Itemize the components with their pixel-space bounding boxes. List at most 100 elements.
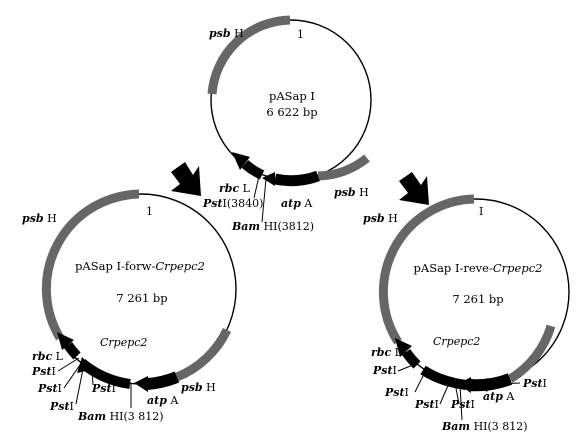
- right-pst-site-1: [397, 362, 419, 372]
- top-plasmid-name: pASap Ⅰ: [269, 89, 315, 103]
- top-rbcl-rest: L: [239, 182, 250, 195]
- left-psbh-bottom-segment: [175, 327, 232, 382]
- right-pst-label-2: PstⅠ: [384, 386, 409, 399]
- right-rbcl-arrowhead: [395, 338, 412, 357]
- top-bam-site-line: [261, 178, 267, 223]
- top-plasmid: pASap Ⅰ 6 622 bp psb H 1 rbc L PstⅠ(3840…: [202, 15, 372, 233]
- left-psbh-label: psb H: [22, 212, 57, 225]
- left-pst-label-3: PstⅠ: [49, 400, 74, 413]
- left-bam-label: Bam HⅠ(3 812): [77, 410, 164, 423]
- left-rbcl-label: rbc L: [32, 350, 64, 363]
- top-psbh-segment-right: [317, 154, 370, 181]
- top-psbh-right-label: psb H: [334, 186, 369, 199]
- right-gene-label: Crpepc2: [433, 335, 480, 348]
- top-pst-site-line: [253, 175, 260, 199]
- top-atpa-rest: A: [301, 197, 313, 210]
- right-pst2-italic: Pst: [384, 386, 405, 399]
- left-psbh-italic: psb: [22, 212, 44, 225]
- top-plasmid-size: 6 622 bp: [266, 105, 317, 119]
- left-rbcl-arrowhead: [57, 332, 74, 350]
- left-psbh-bottom-label: psb H: [181, 381, 216, 394]
- top-psbh-label: psb H: [209, 27, 244, 40]
- left-pst3-italic: Pst: [49, 400, 70, 413]
- right-pst-label-4: PstⅠ: [450, 398, 475, 411]
- top-pst-label: PstⅠ(3840): [202, 197, 263, 210]
- right-psbh-label: psb H: [363, 212, 398, 225]
- left-psbh-bottom-rest: H: [203, 381, 216, 394]
- right-name-gene: Crpepc2: [493, 261, 543, 275]
- right-plasmid: pASap Ⅰ-reve-Crpepc2 7 261 bp psb H Ⅰ Cr…: [363, 194, 570, 433]
- right-bam-italic: Bam: [441, 420, 470, 433]
- left-psbh-rest: H: [44, 212, 57, 225]
- left-bam-italic: Bam: [77, 410, 106, 423]
- left-name-gene: Crpepc2: [155, 259, 205, 273]
- left-crpepc2-arrowhead: [77, 357, 94, 373]
- left-pst1-rest: Ⅰ: [52, 365, 56, 378]
- left-pointer-arrow: [171, 162, 201, 196]
- top-psbh-right-rest: H: [356, 186, 369, 199]
- left-plasmid-name: pASap Ⅰ-forw-Crpepc2: [75, 259, 205, 273]
- left-pst-site-1: [57, 357, 80, 372]
- right-atpa-label: atp A: [483, 390, 515, 403]
- right-origin-label: Ⅰ: [479, 205, 483, 218]
- top-psbh-italic: psb: [209, 27, 231, 40]
- right-pst-label-5: PstⅠ: [522, 377, 547, 390]
- top-psbh-right-italic: psb: [334, 186, 356, 199]
- left-plasmid-size: 7 261 bp: [116, 291, 167, 305]
- top-rbcl-segment: [241, 160, 265, 180]
- right-atpa-rest: A: [503, 390, 515, 403]
- top-rbcl-italic: rbc: [219, 182, 239, 195]
- left-atpa-rest: A: [167, 394, 179, 407]
- left-psbh-bottom-italic: psb: [181, 381, 203, 394]
- left-pst4-rest: Ⅰ: [112, 382, 116, 395]
- right-bam-rest: HⅠ(3 812): [470, 420, 528, 433]
- left-plasmid: pASap Ⅰ-forw-Crpepc2 7 261 bp psb H 1 Cr…: [22, 189, 237, 423]
- left-pst-label-2: PstⅠ: [37, 382, 62, 395]
- right-bam-site: [459, 384, 463, 421]
- left-pst-label-1: PstⅠ: [31, 365, 56, 378]
- top-atpa-label: atp A: [281, 197, 313, 210]
- right-crpepc2-reverse-segment: [453, 378, 467, 390]
- right-pst2-rest: Ⅰ: [405, 386, 409, 399]
- left-rbcl-rest: L: [52, 350, 63, 363]
- left-rbcl-italic: rbc: [32, 350, 52, 363]
- left-pst1-italic: Pst: [31, 365, 52, 378]
- right-pst-label-3: PstⅠ: [414, 398, 439, 411]
- right-psbh-segment: [378, 194, 475, 345]
- top-psbh-segment-left: [207, 15, 291, 95]
- left-pst-label-4: PstⅠ: [91, 382, 116, 395]
- right-atpa-italic: atp: [483, 390, 503, 403]
- right-pst5-italic: Pst: [522, 377, 543, 390]
- left-pst4-italic: Pst: [91, 382, 112, 395]
- left-atpa-segment: [146, 371, 180, 390]
- top-bam-label: Bam HⅠ(3812): [231, 220, 314, 233]
- right-plasmid-name: pASap Ⅰ-reve-Crpepc2: [414, 261, 543, 275]
- right-pst-site-2: [414, 369, 427, 393]
- left-gene-label: Crpepc2: [100, 336, 147, 349]
- right-pst-label-1: PstⅠ: [372, 364, 397, 377]
- top-atpa-segment: [273, 170, 320, 187]
- top-bam-rest: HⅠ(3812): [260, 220, 314, 233]
- top-pst-italic: Pst: [202, 197, 223, 210]
- left-atpa-italic: atp: [147, 394, 167, 407]
- right-pst-site-5: [465, 382, 521, 386]
- right-rbcl-italic: rbc: [371, 346, 391, 359]
- top-origin-label: 1: [297, 28, 304, 41]
- top-pst-rest: Ⅰ(3840): [223, 197, 264, 210]
- left-pst3-rest: Ⅰ: [70, 400, 74, 413]
- left-psbh-segment: [41, 189, 140, 341]
- left-pst2-italic: Pst: [37, 382, 58, 395]
- right-pst4-italic: Pst: [450, 398, 471, 411]
- left-atpa-arrowhead: [134, 376, 148, 392]
- right-plasmid-size: 7 261 bp: [452, 292, 503, 306]
- right-name-prefix: pASap Ⅰ-reve-: [414, 261, 493, 275]
- right-pointer-arrow: [399, 172, 429, 205]
- left-origin-label: 1: [146, 205, 153, 218]
- top-rbcl-label: rbc L: [219, 182, 251, 195]
- left-pst-site-2: [63, 361, 83, 389]
- right-bam-label: Bam HⅠ(3 812): [441, 420, 528, 433]
- right-pst4-rest: Ⅰ: [471, 398, 475, 411]
- left-pst-site-3: [75, 363, 85, 405]
- right-pst5-rest: Ⅰ: [543, 377, 547, 390]
